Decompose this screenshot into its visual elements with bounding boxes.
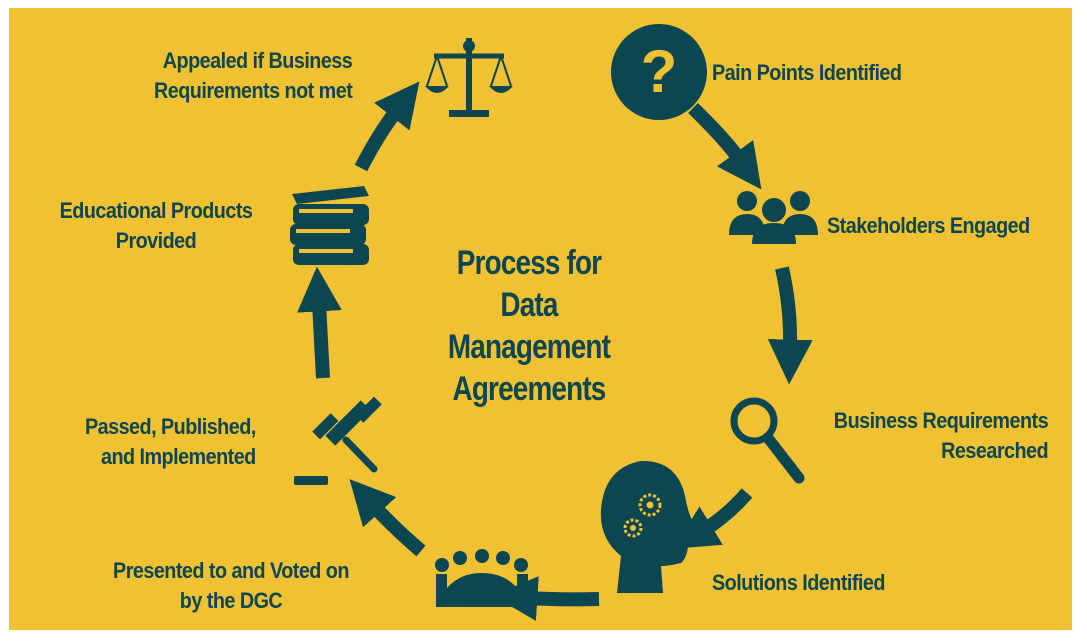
cycle-arrow-7	[354, 81, 420, 172]
question-icon: ?	[611, 24, 707, 120]
cycle-arrow-6	[297, 266, 342, 379]
scales-icon	[425, 38, 513, 117]
label-solutions: Solutions Identified	[712, 570, 885, 595]
gavel-icon	[294, 396, 382, 485]
cycle-arrow-3	[672, 488, 753, 549]
cycle-arrow-5	[349, 479, 426, 557]
cycle-arrow-4	[492, 576, 600, 621]
label-presented: Presented to and Voted on by the DGC	[113, 558, 349, 613]
meeting-table-icon	[435, 549, 528, 607]
label-stakeholders: Stakeholders Engaged	[827, 213, 1030, 238]
label-pain-points: Pain Points Identified	[712, 60, 902, 85]
head-gears-icon	[600, 460, 699, 593]
process-cycle-diagram: ?	[9, 8, 1072, 630]
books-icon	[290, 186, 369, 265]
diagram-graphics: ?	[290, 24, 818, 621]
svg-text:?: ?	[641, 38, 678, 105]
label-business-requirements: Business Requirements Researched	[833, 408, 1049, 463]
magnifier-icon	[730, 397, 805, 484]
cycle-arrow-1	[688, 102, 762, 190]
diagram-title: Process for Data Management Agreements	[447, 244, 611, 408]
label-passed: Passed, Published, and Implemented	[85, 414, 256, 469]
label-appealed: Appealed if Business Requirements not me…	[153, 48, 353, 103]
people-icon	[729, 191, 818, 244]
label-educational: Educational Products Provided	[59, 198, 253, 253]
cycle-arrow-2	[767, 266, 813, 385]
